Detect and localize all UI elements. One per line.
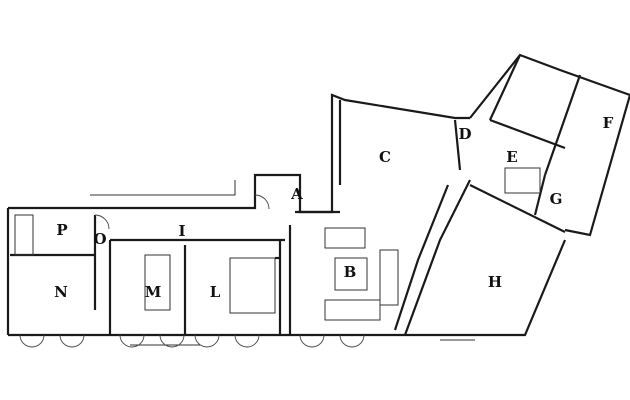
room-label-g: G xyxy=(550,190,563,208)
room-label-e: E xyxy=(506,148,517,166)
room-label-f: F xyxy=(603,114,614,132)
room-label-l: L xyxy=(210,283,221,301)
room-labels: A B C D E F G H I L M N O P xyxy=(54,114,614,301)
room-label-m: M xyxy=(145,283,162,301)
room-label-i: I xyxy=(178,222,185,240)
room-label-o: O xyxy=(93,230,106,248)
room-label-a: A xyxy=(290,185,303,203)
room-label-b: B xyxy=(344,263,357,281)
room-label-h: H xyxy=(488,273,502,291)
room-label-n: N xyxy=(54,283,68,301)
room-label-d: D xyxy=(458,125,471,143)
door-swings xyxy=(19,194,365,348)
walls xyxy=(6,53,630,346)
room-label-c: C xyxy=(379,148,391,166)
room-label-p: P xyxy=(56,221,67,239)
